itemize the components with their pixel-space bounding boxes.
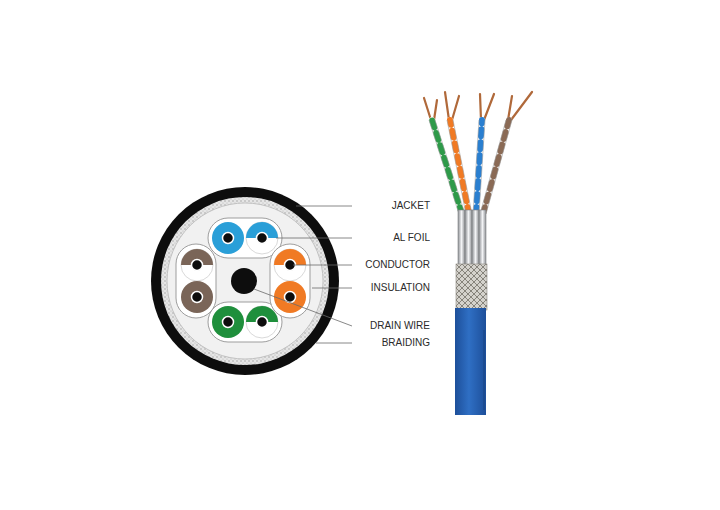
part-label: DRAIN WIRE (370, 320, 430, 332)
leader-lines (254, 206, 352, 343)
part-label: INSULATION (371, 282, 430, 294)
cross-section (151, 187, 339, 375)
part-label: JACKET (392, 200, 430, 212)
cable-side-view (424, 92, 532, 415)
part-label: BRAIDING (382, 337, 430, 349)
part-label: CONDUCTOR (365, 259, 430, 271)
part-label: AL FOIL (393, 232, 430, 244)
